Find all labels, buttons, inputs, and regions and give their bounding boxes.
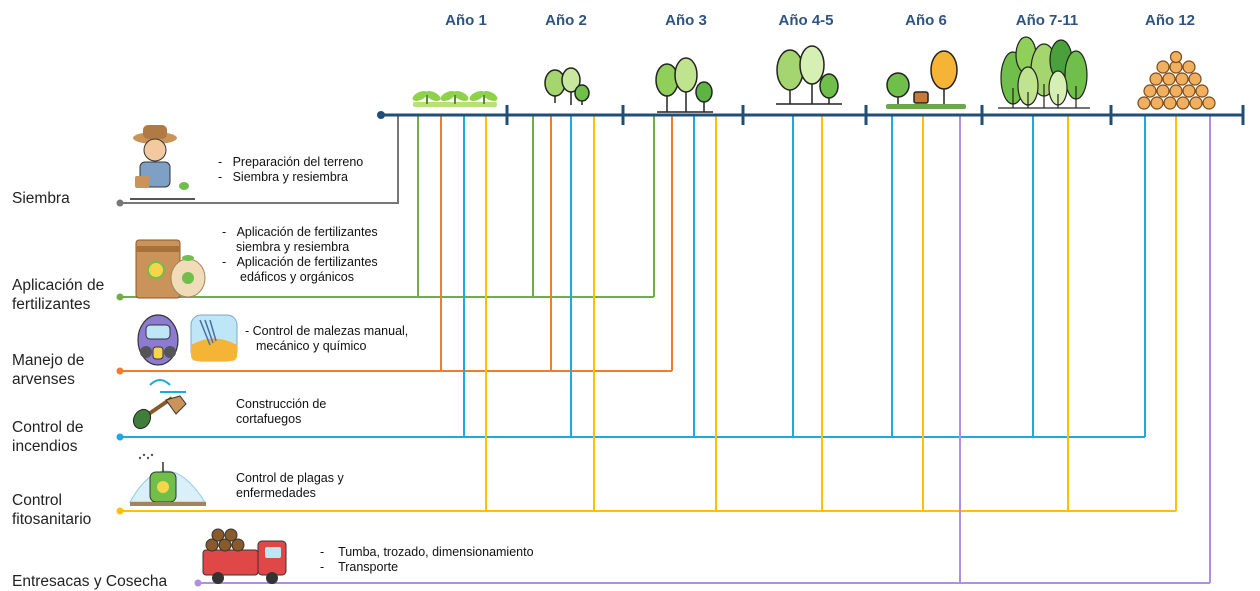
siembra-connector (120, 115, 399, 204)
activities-cosecha: - Tumba, trozado, dimensionamiento - Tra… (320, 545, 534, 574)
activity-text: Tumba, trozado, dimensionamiento (338, 545, 534, 559)
activity-text: Control de malezas manual, (252, 324, 409, 338)
activities-fertilizantes: - Aplicación de fertilizantes siembra y … (222, 225, 378, 284)
activity-text: Construcción de (236, 397, 327, 411)
thinning-trees-icon (886, 50, 966, 109)
siembra-dot (116, 199, 124, 207)
fitosanitario-dot (116, 507, 124, 515)
activities-fitosanitario: Control de plagas y enfermedades (236, 471, 344, 501)
cosecha-connector (198, 115, 1211, 584)
year-label-7-11: Año 7-11 (1015, 12, 1079, 29)
activity-text: siembra y resiembra (236, 240, 350, 254)
category-arvenses: Manejo de arvenses (12, 352, 85, 388)
field-rake-icon (190, 314, 238, 362)
young-trees-icon (544, 67, 590, 105)
fertilizantes-dot (116, 293, 124, 301)
category-siembra: Siembra (12, 190, 70, 207)
forest-icon (998, 36, 1090, 109)
sprayer-icon (129, 453, 206, 506)
category-cosecha: Entresacas y Cosecha (12, 573, 168, 590)
protective-mask-icon (137, 314, 179, 366)
activity-text: Siembra y resiembra (232, 170, 348, 184)
seedlings-icon (412, 91, 498, 107)
activity-text: Aplicación de fertilizantes (236, 225, 378, 239)
year-label-3: Año 3 (665, 12, 707, 29)
fertilizantes-connector (120, 115, 655, 298)
year-label-6: Año 6 (905, 12, 947, 29)
fitosanitario-connector (120, 115, 1177, 512)
activity-text: Transporte (338, 560, 399, 574)
category-markers (116, 199, 202, 587)
growing-trees-icon (655, 57, 713, 113)
year-label-4-5: Año 4-5 (778, 12, 834, 29)
activity-text: enfermedades (236, 486, 316, 500)
mature-trees-icon (776, 45, 842, 105)
arvenses-dot (116, 367, 124, 375)
year-label-12: Año 12 (1144, 12, 1196, 29)
connector-lines (120, 115, 1211, 584)
timeline-start-dot (377, 111, 385, 119)
cosecha-dot (194, 579, 202, 587)
year-label-1: Año 1 (445, 12, 487, 29)
activity-text: Control de plagas y (236, 471, 344, 485)
timeline-axis (377, 105, 1245, 125)
incendios-connector (120, 115, 1146, 438)
activity-text: Aplicación de fertilizantes (236, 255, 378, 269)
activity-text: Preparación del terreno (232, 155, 364, 169)
arvenses-connector (120, 115, 673, 372)
category-fertilizantes: Aplicación de fertilizantes (12, 277, 105, 313)
category-incendios: Control de incendios (12, 419, 84, 455)
activity-text: cortafuegos (236, 412, 302, 426)
activities-arvenses: - Control de malezas manual, mecánico y … (245, 324, 409, 353)
fire-broom-icon (132, 379, 187, 430)
log-truck-icon (202, 528, 287, 584)
incendios-dot (116, 433, 124, 441)
farmer-icon (130, 125, 195, 200)
activity-text: mecánico y químico (256, 339, 367, 353)
fertilizer-bags-icon (135, 239, 206, 299)
activity-text: edáficos y orgánicos (240, 270, 354, 284)
activities-siembra: - Preparación del terreno - Siembra y re… (218, 155, 364, 184)
category-fitosanitario: Control fitosanitario (12, 492, 92, 528)
activities-incendios: Construcción de cortafuegos (236, 397, 326, 427)
log-pile-icon (1137, 50, 1216, 110)
year-label-2: Año 2 (545, 12, 587, 29)
